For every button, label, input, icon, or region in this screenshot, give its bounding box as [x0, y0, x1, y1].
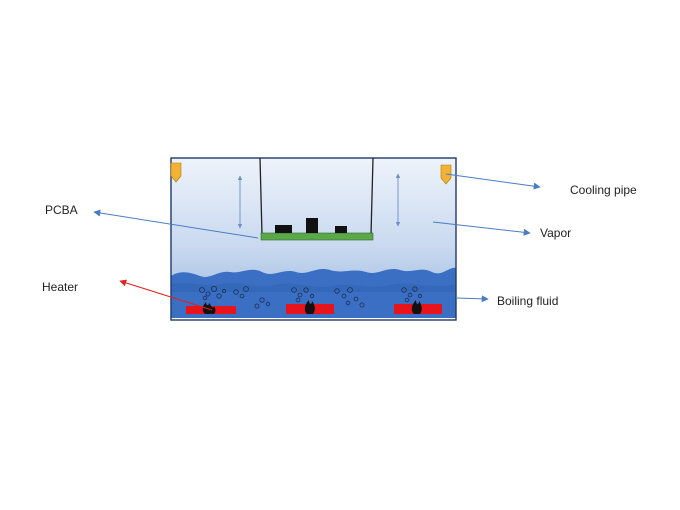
tank-outline [170, 157, 457, 321]
cooling-pipe-icon [170, 162, 182, 183]
vapor-label: Vapor [540, 226, 572, 240]
pcba-component [275, 225, 292, 233]
boiling-fluid-pointer [455, 295, 489, 303]
pcba-pointer [93, 209, 259, 239]
boiling-fluid [171, 267, 456, 318]
pcba-label: PCBA [45, 203, 78, 217]
suspension-wire [259, 157, 263, 236]
vapor-pointer [432, 221, 531, 236]
heater-pointer [119, 279, 213, 311]
boiling-fluid-label: Boiling fluid [497, 294, 559, 308]
flame-icon [411, 300, 422, 314]
cooling-pipe-pointer [445, 173, 541, 190]
heater-label: Heater [42, 280, 79, 294]
flame-icon [304, 300, 315, 314]
pcba-board [260, 232, 374, 241]
suspension-wire [370, 157, 374, 236]
pcba-component [335, 226, 347, 233]
fluid-surface-shade [171, 282, 456, 292]
pcba-component [306, 218, 318, 233]
cooling-pipe-label: Cooling pipe [570, 183, 637, 197]
bubble-icon [199, 285, 423, 309]
